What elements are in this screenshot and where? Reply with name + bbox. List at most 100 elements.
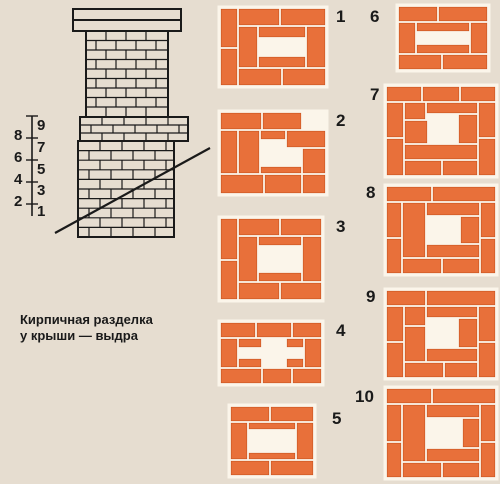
brick bbox=[386, 442, 402, 478]
brick bbox=[444, 362, 478, 378]
brick bbox=[416, 22, 470, 32]
brick bbox=[270, 460, 314, 476]
scale-left-6: 6 bbox=[14, 149, 22, 166]
scale-right-3: 3 bbox=[37, 182, 45, 199]
brick bbox=[480, 442, 496, 478]
brick bbox=[426, 290, 496, 306]
brick bbox=[248, 422, 296, 430]
brick bbox=[238, 358, 262, 368]
course-plans bbox=[217, 3, 499, 481]
row-number-6: 6 bbox=[370, 7, 379, 26]
course-plan-3 bbox=[217, 215, 325, 303]
brick bbox=[302, 148, 326, 174]
brick bbox=[302, 174, 326, 194]
row-number-7: 7 bbox=[370, 85, 379, 104]
row-number-9: 9 bbox=[366, 287, 375, 306]
brick bbox=[432, 388, 496, 404]
brick bbox=[386, 138, 404, 176]
brick bbox=[386, 388, 432, 404]
brick bbox=[438, 6, 488, 22]
brick bbox=[402, 462, 442, 478]
brick bbox=[404, 326, 426, 362]
brick bbox=[416, 44, 470, 54]
brick bbox=[260, 166, 302, 174]
brick bbox=[386, 290, 426, 306]
scale-left-8: 8 bbox=[14, 127, 22, 144]
brick bbox=[270, 406, 314, 422]
brick bbox=[458, 318, 478, 348]
brick bbox=[398, 22, 416, 54]
course-plan-7 bbox=[383, 83, 499, 179]
brick bbox=[238, 8, 280, 26]
brick bbox=[230, 422, 248, 460]
brick bbox=[480, 238, 496, 274]
course-plan-8 bbox=[383, 183, 499, 277]
course-plan-2 bbox=[217, 109, 329, 197]
brick bbox=[238, 68, 282, 86]
scale-right-9: 9 bbox=[37, 117, 45, 134]
brick bbox=[480, 404, 496, 442]
brick bbox=[258, 26, 306, 38]
brick bbox=[460, 216, 480, 244]
brick bbox=[306, 26, 326, 68]
brick bbox=[426, 202, 480, 216]
brick bbox=[220, 218, 238, 260]
caption-line-2: у крыши — выдра bbox=[20, 328, 138, 343]
course-plan-10 bbox=[383, 385, 499, 481]
brick bbox=[302, 236, 322, 282]
scale-right-5: 5 bbox=[37, 161, 45, 178]
row-number-4: 4 bbox=[336, 321, 346, 340]
course-plan-9 bbox=[383, 287, 499, 381]
brick bbox=[220, 48, 238, 86]
brick bbox=[470, 22, 488, 54]
brick bbox=[442, 258, 480, 274]
row-number-2: 2 bbox=[336, 111, 345, 130]
brick bbox=[386, 404, 402, 442]
brick bbox=[402, 202, 426, 258]
brick bbox=[426, 244, 480, 258]
brick bbox=[422, 86, 460, 102]
course-plan-4 bbox=[217, 319, 325, 387]
brick bbox=[238, 218, 280, 236]
chimney-drawing bbox=[54, 8, 211, 238]
course-plan-6 bbox=[395, 3, 491, 73]
brick bbox=[460, 86, 496, 102]
brick bbox=[258, 56, 306, 68]
brick bbox=[480, 202, 496, 238]
brick bbox=[432, 186, 496, 202]
brick bbox=[260, 130, 286, 140]
scale-right-1: 1 bbox=[37, 203, 45, 220]
brick bbox=[426, 448, 480, 462]
brick bbox=[238, 282, 280, 300]
brick bbox=[386, 238, 402, 274]
row-numbers: 1 2 3 4 5 6 7 8 9 10 bbox=[332, 7, 379, 428]
brick bbox=[292, 368, 322, 384]
brick bbox=[404, 362, 444, 378]
brick bbox=[426, 306, 478, 318]
brick bbox=[442, 462, 480, 478]
brick bbox=[262, 368, 292, 384]
row-scale: 8 6 4 2 9 7 5 3 1 bbox=[14, 115, 45, 220]
brick bbox=[404, 144, 478, 160]
brick bbox=[238, 26, 258, 68]
row-number-1: 1 bbox=[336, 7, 345, 26]
brick bbox=[238, 130, 260, 174]
brick bbox=[258, 272, 302, 282]
brick bbox=[398, 54, 442, 70]
otter-ledge bbox=[79, 116, 189, 142]
diagram-caption: Кирпичная разделка у крыши — выдра bbox=[20, 312, 153, 344]
brick bbox=[220, 338, 238, 368]
scale-left-2: 2 bbox=[14, 193, 22, 210]
brick bbox=[220, 130, 238, 174]
brick bbox=[386, 306, 404, 342]
row-number-5: 5 bbox=[332, 409, 341, 428]
brick bbox=[264, 174, 302, 194]
course-plan-5 bbox=[227, 403, 317, 479]
brick bbox=[220, 174, 264, 194]
brick bbox=[292, 322, 322, 338]
brick bbox=[404, 306, 426, 326]
brick bbox=[404, 120, 428, 144]
brick bbox=[230, 406, 270, 422]
brick bbox=[442, 54, 488, 70]
